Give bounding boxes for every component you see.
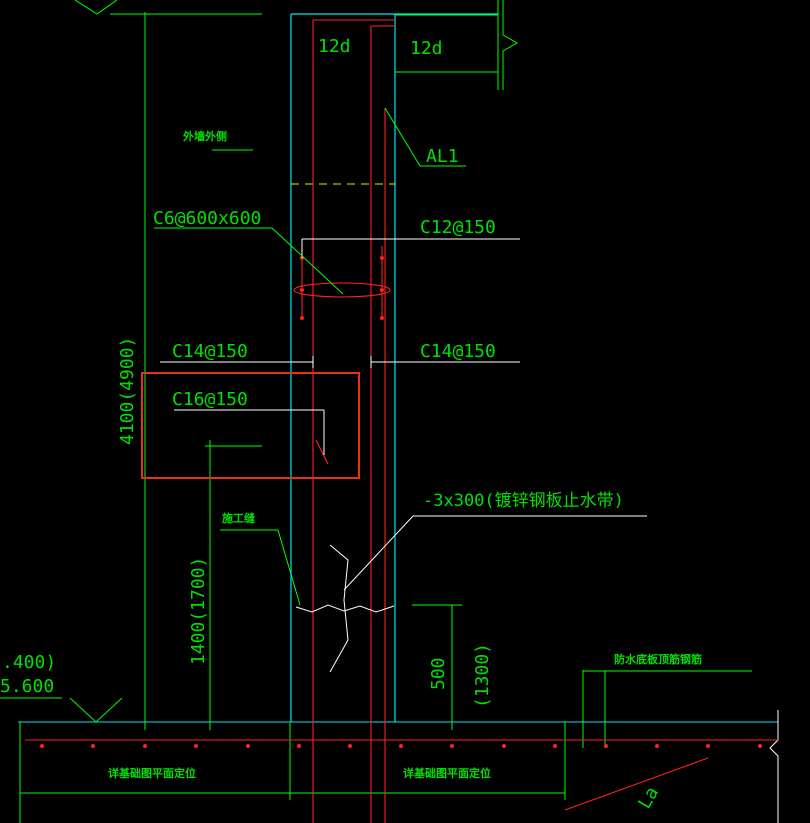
label-dim-1300: (1300) bbox=[472, 643, 493, 708]
label-dim-500: 500 bbox=[428, 657, 449, 690]
label-height-1400: 1400(1700) bbox=[188, 557, 209, 665]
labels: 12d 12d AL1 外墙外侧 C6@600x600 C12@150 C14@… bbox=[0, 36, 702, 813]
label-al1: AL1 bbox=[426, 146, 459, 167]
label-height-total: 4100(4900) bbox=[117, 337, 138, 445]
label-waterproof: 防水底板顶筋钢筋 bbox=[614, 652, 702, 666]
wall-outline bbox=[290, 13, 498, 722]
label-c6: C6@600x600 bbox=[153, 208, 261, 229]
break-mark-right bbox=[769, 710, 779, 823]
label-steel-plate: -3x300(镀锌钢板止水带) bbox=[423, 491, 624, 511]
rebar-dots bbox=[40, 256, 762, 748]
label-12d-left: 12d bbox=[318, 36, 351, 57]
label-c14-left: C14@150 bbox=[172, 341, 248, 362]
selection-highlight-box[interactable] bbox=[141, 372, 360, 479]
green-leaders bbox=[154, 107, 466, 295]
label-c16: C16@150 bbox=[172, 389, 248, 410]
label-c14-right: C14@150 bbox=[420, 341, 496, 362]
label-base-left: 详基础图平面定位 bbox=[108, 766, 196, 780]
label-construction-joint: 施工缝 bbox=[222, 511, 255, 525]
label-12d-right: 12d bbox=[410, 38, 443, 59]
label-elev-b: 5.600 bbox=[0, 676, 54, 697]
label-c12: C12@150 bbox=[420, 217, 496, 238]
red-rebar bbox=[25, 19, 778, 823]
white-leaders bbox=[160, 238, 647, 673]
label-la: La bbox=[634, 783, 663, 812]
label-base-right: 详基础图平面定位 bbox=[403, 766, 491, 780]
label-outer-side: 外墙外侧 bbox=[182, 129, 227, 143]
break-mark bbox=[502, 0, 519, 90]
label-elev-a: .400) bbox=[2, 652, 56, 673]
green-dimension-lines bbox=[0, 0, 752, 823]
